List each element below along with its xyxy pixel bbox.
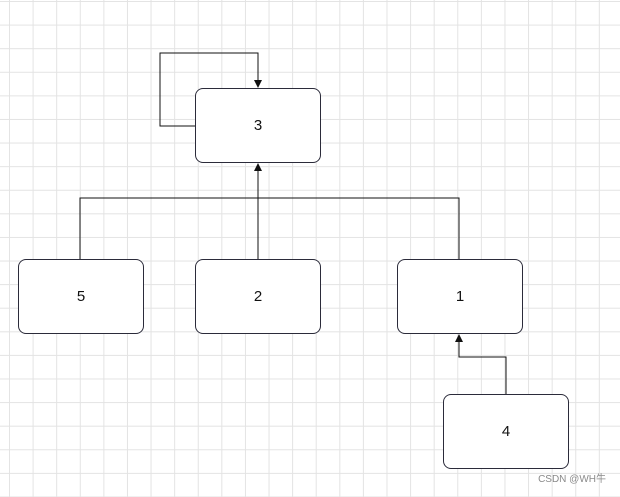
- watermark-text: CSDN @WH牛: [538, 474, 606, 485]
- arrowhead-into-1: [455, 334, 463, 342]
- node-3[interactable]: 3: [195, 88, 321, 163]
- node-3-label: 3: [253, 117, 263, 134]
- arrowhead-3-self: [254, 80, 262, 88]
- edge-1-to-3: [258, 197, 460, 259]
- node-4[interactable]: 4: [443, 394, 569, 469]
- node-4-label: 4: [501, 423, 511, 440]
- node-1[interactable]: 1: [397, 259, 523, 334]
- node-1-label: 1: [455, 288, 465, 305]
- arrowhead-into-3: [254, 163, 262, 171]
- node-5[interactable]: 5: [18, 259, 144, 334]
- edge-3-to-3: [159, 52, 259, 127]
- node-2-label: 2: [253, 288, 263, 305]
- edge-4-to-1: [458, 342, 507, 394]
- node-2[interactable]: 2: [195, 259, 321, 334]
- edge-5-to-3: [79, 197, 258, 259]
- node-5-label: 5: [76, 288, 86, 305]
